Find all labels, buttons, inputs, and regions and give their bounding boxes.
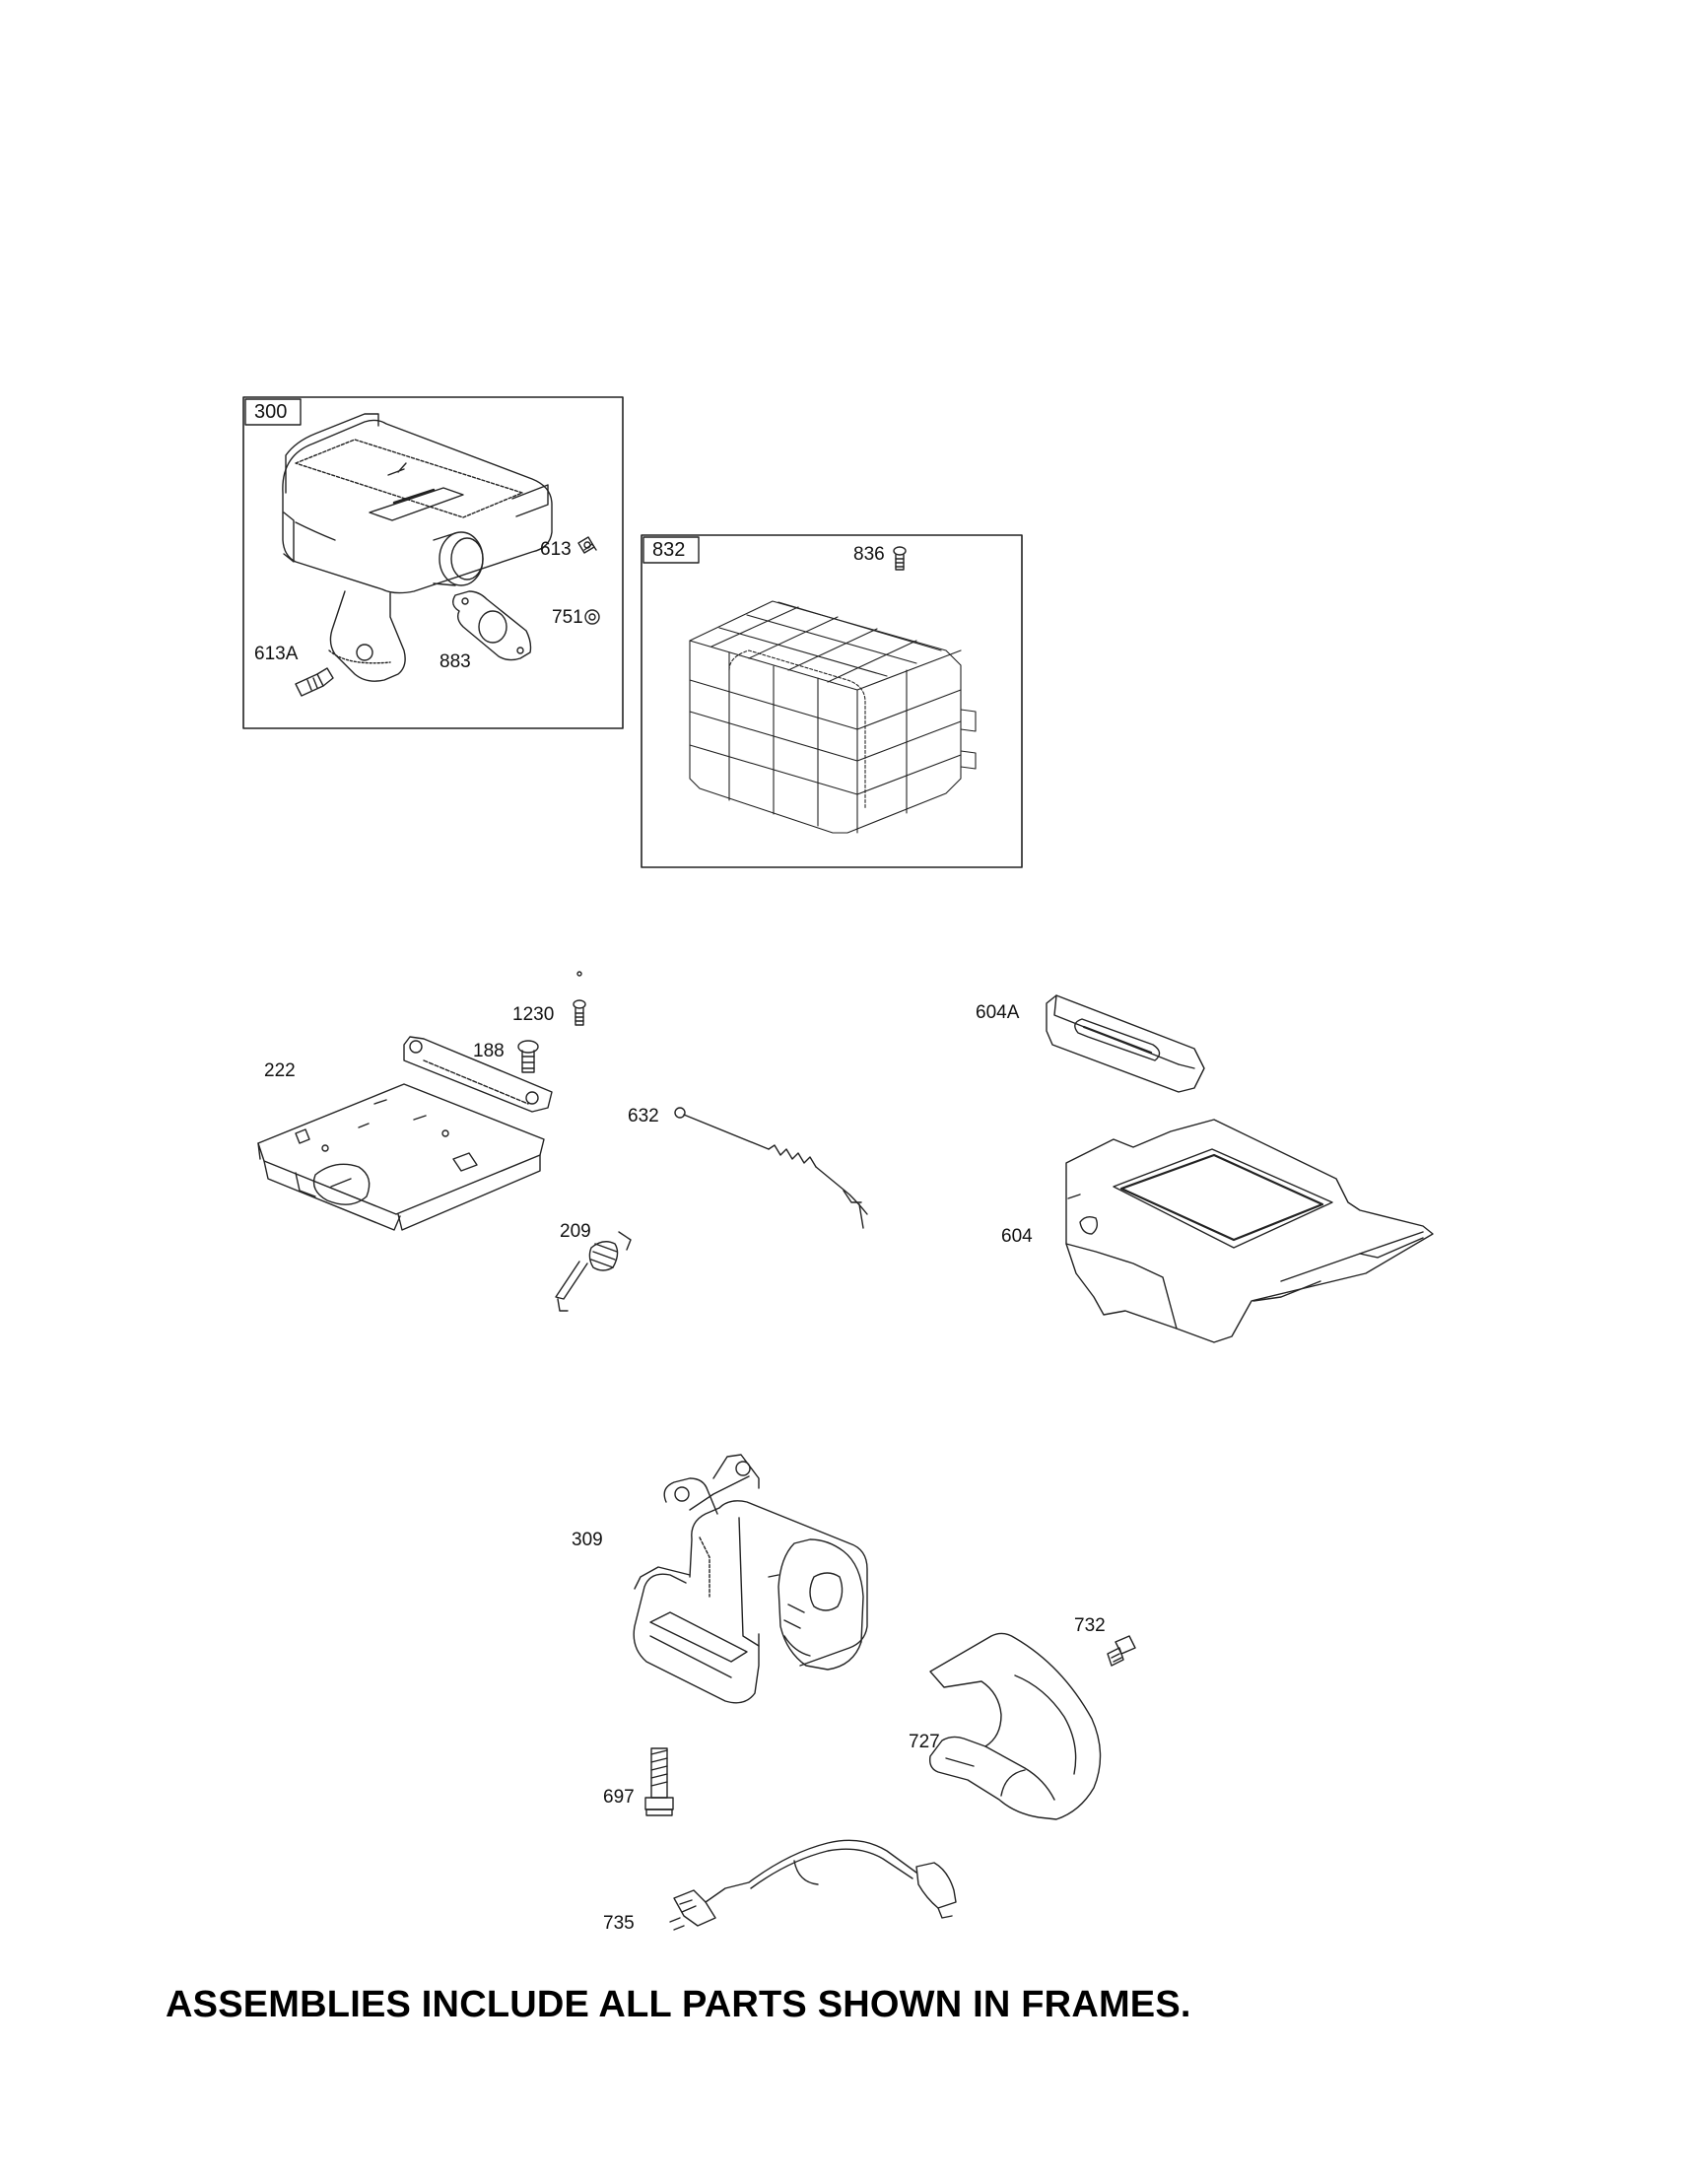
- starter-guard-727-drawing: [928, 1632, 1102, 1820]
- callout-613A: 613A: [254, 644, 299, 664]
- callout-751: 751: [552, 607, 583, 628]
- callout-836: 836: [853, 544, 885, 565]
- callout-309: 309: [572, 1530, 603, 1550]
- frame-300-tag-box: [244, 398, 302, 426]
- starter-motor-309-drawing: [633, 1454, 868, 1704]
- frame-832-tag-box: [642, 536, 700, 564]
- callout-188: 188: [473, 1041, 505, 1061]
- screw-836-drawing: [893, 546, 907, 571]
- muffler-drawing: [282, 413, 553, 682]
- frame-832-label: 832: [652, 539, 686, 561]
- callout-209: 209: [560, 1221, 591, 1242]
- frame-300-border: [242, 396, 624, 729]
- callout-604: 604: [1001, 1226, 1033, 1247]
- frame-832-border: [641, 534, 1023, 868]
- assemblies-note: ASSEMBLIES INCLUDE ALL PARTS SHOWN IN FR…: [166, 1984, 1191, 2025]
- callout-613: 613: [540, 539, 572, 560]
- gasket-883-drawing: [452, 590, 532, 661]
- bolt-613-drawing: [577, 536, 597, 554]
- muffler-guard-drawing: [689, 600, 977, 834]
- bolt-188-drawing: [517, 1040, 539, 1073]
- link-632-drawing: [674, 1107, 868, 1229]
- callout-883: 883: [439, 651, 471, 672]
- wire-harness-735-drawing: [669, 1839, 957, 1931]
- callout-632: 632: [628, 1106, 659, 1126]
- spring-209-drawing: [555, 1231, 632, 1312]
- callout-732: 732: [1074, 1615, 1106, 1636]
- air-guide-604A-drawing: [1046, 994, 1205, 1093]
- callout-727: 727: [909, 1732, 940, 1752]
- washer-751-drawing: [584, 609, 600, 625]
- callout-604A: 604A: [976, 1002, 1020, 1023]
- control-bracket-222-drawing: [257, 1036, 553, 1231]
- cylinder-shield-604-drawing: [1065, 1119, 1434, 1343]
- bolt-697-drawing: [644, 1747, 674, 1816]
- callout-735: 735: [603, 1913, 635, 1934]
- screw-613A-drawing: [295, 667, 334, 697]
- callout-222: 222: [264, 1060, 296, 1081]
- callout-697: 697: [603, 1787, 635, 1808]
- screw-732-drawing: [1107, 1635, 1136, 1667]
- screw-1230-drawing: [573, 971, 586, 1026]
- frame-300-label: 300: [254, 401, 288, 423]
- callout-1230: 1230: [512, 1004, 555, 1025]
